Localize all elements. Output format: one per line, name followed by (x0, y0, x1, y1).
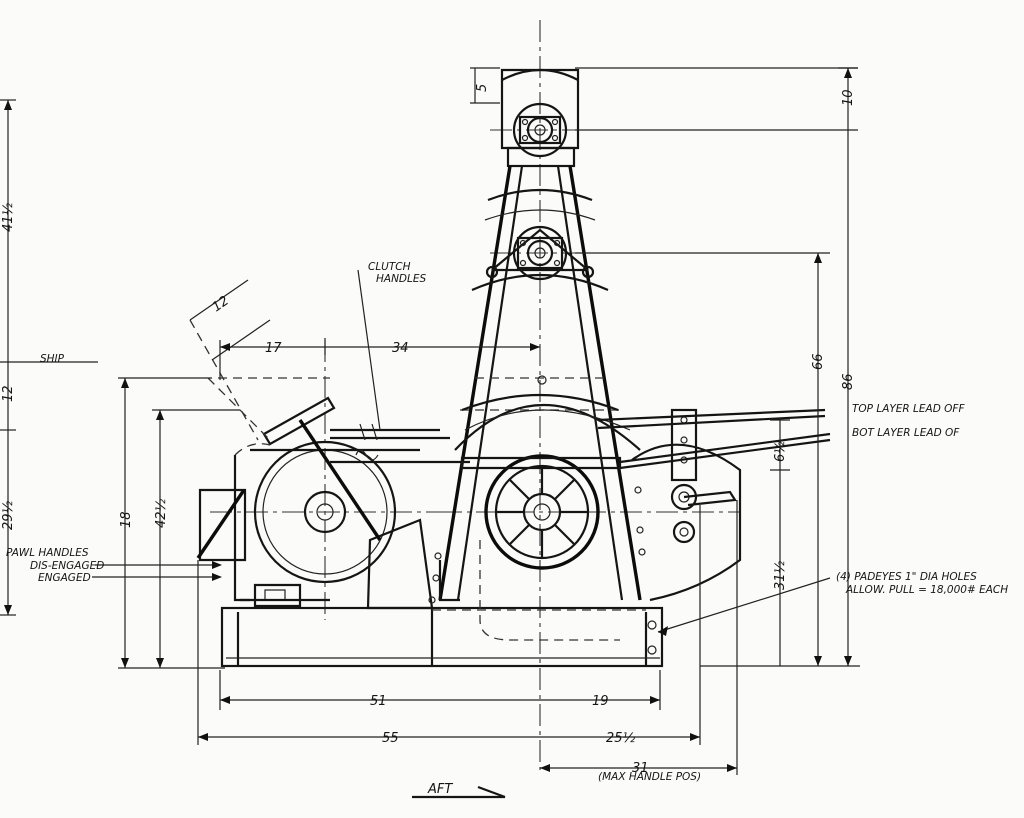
dim-34: 34 (392, 341, 409, 356)
left-drum (196, 440, 434, 610)
dimension-arrowheads (4, 68, 852, 772)
dim-12-angle: 12 (210, 293, 232, 315)
dim-25-half: 25½ (606, 731, 636, 746)
dim-42-half: 42½ (154, 498, 169, 528)
lead-off-gear (428, 408, 831, 655)
dim-5: 5 (475, 84, 490, 92)
dim-12-left: 12 (1, 385, 16, 402)
padeyes-label-2: ALLOW. PULL = 18,000# EACH (845, 584, 1008, 596)
base-frame (220, 540, 664, 668)
clutch-handles-label-2: HANDLES (376, 273, 427, 285)
clutch-handle-levers (189, 319, 470, 541)
engaged-label: ENGAGED (38, 572, 91, 584)
dim-6-half: 6½ (773, 441, 788, 462)
pawl-handles-label: PAWL HANDLES (6, 547, 89, 559)
padeyes-label-1: (4) PADEYES 1" DIA HOLES (836, 571, 977, 583)
dim-51: 51 (370, 694, 387, 709)
dim-19: 19 (592, 694, 609, 709)
dim-17: 17 (265, 341, 282, 356)
a-frame-tower (438, 68, 642, 602)
dim-86: 86 (841, 373, 856, 390)
aft-label: AFT (427, 782, 453, 797)
dim-31-half: 31½ (773, 560, 788, 590)
top-layer-label: TOP LAYER LEAD OFF (852, 403, 965, 415)
ship-label: SHIP (40, 353, 65, 365)
dim-55: 55 (382, 731, 399, 746)
annotation-notes: CLUTCH HANDLES SHIP PAWL HANDLES DIS-ENG… (6, 261, 1008, 799)
dis-engaged-label: DIS-ENGAGED (30, 560, 104, 572)
main-drum (454, 375, 641, 570)
dim-31: 31 (632, 761, 649, 776)
dim-41-half: 41½ (1, 202, 16, 232)
dim-29-half: 29½ (1, 500, 16, 530)
dim-10: 10 (841, 89, 856, 106)
dimension-lines (0, 67, 860, 775)
upper-sheave (512, 102, 568, 158)
max-handle-label: (MAX HANDLE POS) (598, 771, 701, 783)
bot-layer-label: BOT LAYER LEAD OF (852, 427, 960, 439)
dim-66: 66 (811, 353, 826, 370)
lower-sheave (485, 225, 595, 281)
dimension-text: 5 10 86 66 6½ 31½ 41½ 12 29½ 18 42½ 12 1… (1, 84, 856, 776)
clutch-handles-label-1: CLUTCH (368, 261, 411, 273)
dim-18: 18 (119, 511, 134, 528)
